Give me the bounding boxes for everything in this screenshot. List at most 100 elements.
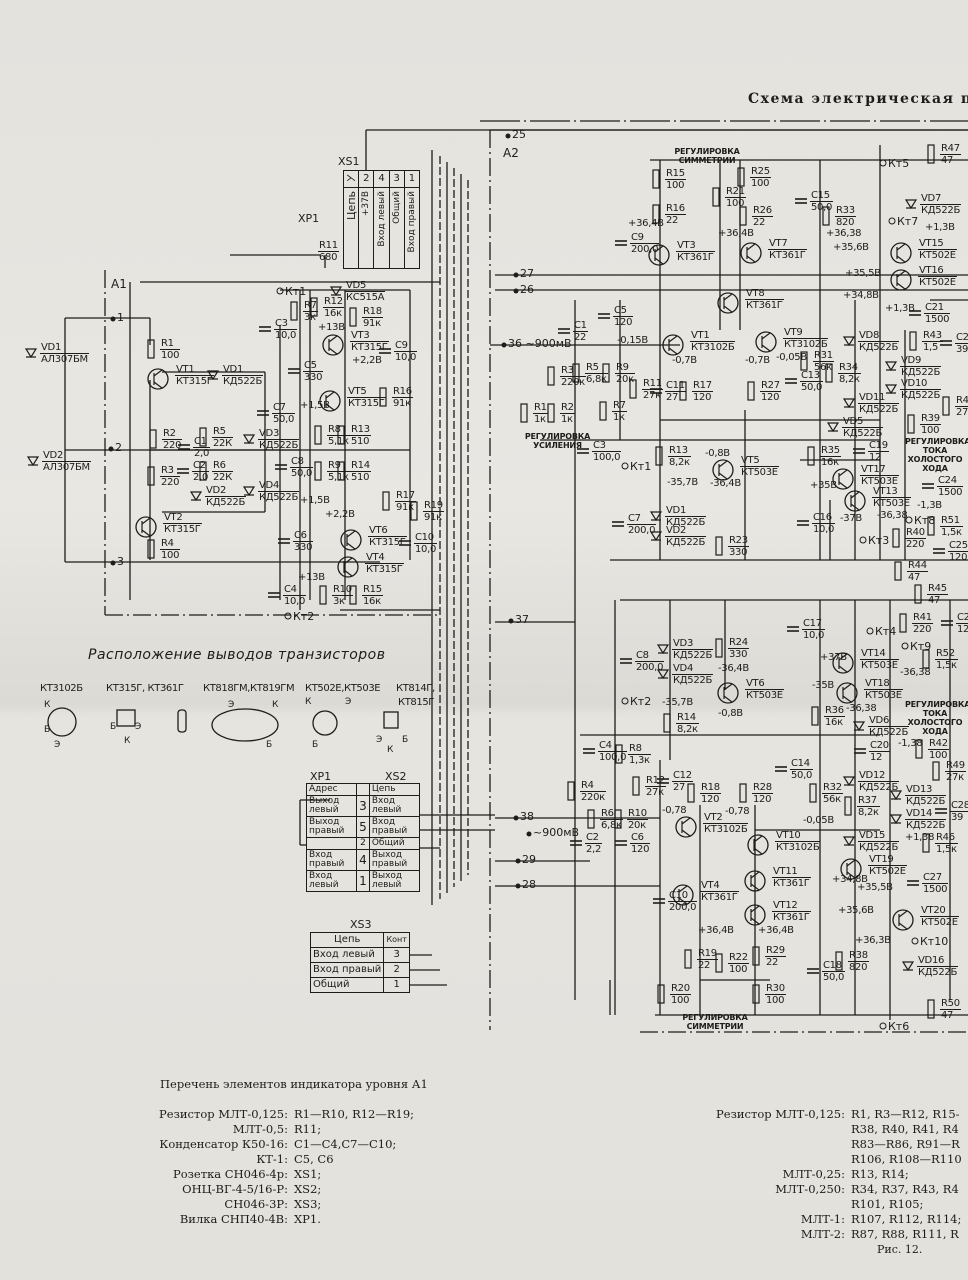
transistor-symbol: [740, 242, 762, 264]
component-value: 120: [701, 794, 720, 805]
part-type: МЛТ-0,25:: [782, 1167, 845, 1181]
voltage-label: +36,38: [826, 228, 862, 239]
diode-symbol: [884, 384, 898, 395]
pinout-type: КТ815Г: [398, 697, 434, 708]
pin-letter: Э: [135, 722, 141, 732]
component-ref: R2: [560, 402, 575, 414]
component-value: 50,0: [801, 382, 823, 393]
component-value: КД522Б: [206, 497, 246, 508]
component-ref: R21: [725, 186, 746, 198]
transistor-symbol: [654, 245, 664, 265]
component-ref: C7: [627, 513, 657, 525]
resistor-symbol: [715, 638, 723, 658]
voltage-label: +1,3В: [885, 303, 915, 314]
connector-xs1-label: XS1: [338, 155, 360, 168]
resistor-symbol: [809, 783, 817, 803]
component-ref: C3: [274, 318, 298, 330]
component-value: 220: [161, 477, 180, 488]
resistor-symbol: [587, 809, 595, 829]
transistor-symbol: [153, 369, 163, 389]
component-ref: R6: [600, 808, 623, 820]
junction-dot: [108, 446, 114, 452]
transistor-symbol: [723, 683, 733, 703]
component-ref: C25: [948, 540, 968, 552]
voltage-label: +36,4В: [758, 925, 794, 936]
component-ref: R8: [628, 743, 651, 755]
component-ref: VT9: [783, 327, 829, 339]
component-value: КТ3102Б: [691, 342, 735, 353]
component-value: КТ361Г: [769, 250, 806, 261]
net-label: 26: [520, 283, 534, 296]
component-ref: R22: [728, 952, 749, 964]
transistor-symbol: [896, 243, 906, 263]
component-value: 10,0: [284, 596, 306, 607]
transistor-symbol: [337, 556, 359, 578]
voltage-label: -0,8В: [705, 448, 730, 459]
component-value: 120: [957, 624, 968, 635]
resistor-symbol: [314, 461, 322, 481]
test-point-label: Кт2: [630, 695, 652, 708]
component-ref: VD2: [205, 485, 247, 497]
voltage-label: +37В: [820, 652, 847, 663]
component-ref: R37: [857, 795, 880, 807]
pinout-type: КТ814Г,: [396, 683, 435, 694]
component-ref: VT7: [768, 238, 807, 250]
net-label: 38: [520, 810, 534, 823]
voltage-label: +13В: [318, 322, 345, 333]
transistor-symbol: [846, 859, 856, 879]
resistor-symbol: [927, 999, 935, 1019]
diode-symbol: [842, 398, 856, 409]
test-point-icon: [879, 1022, 887, 1030]
transistor-symbol: [761, 332, 771, 352]
component-value: КД522Б: [843, 428, 883, 439]
component-value: 91к: [363, 318, 381, 329]
component-value: КТ315Г: [348, 398, 385, 409]
component-ref: R12: [323, 296, 344, 308]
component-value: 12: [869, 452, 882, 463]
part-type: МЛТ-1:: [800, 1212, 845, 1226]
part-type: Резистор МЛТ-0,125:: [716, 1107, 845, 1121]
xs1-pin: 3: [389, 171, 404, 188]
diode-symbol: [826, 422, 840, 433]
component-ref: R6: [212, 460, 233, 472]
component-ref: VT4: [700, 880, 739, 892]
component-ref: R4: [160, 538, 181, 550]
diode-symbol: [852, 721, 866, 732]
voltage-label: -37В: [840, 513, 862, 524]
voltage-label: -0,78: [662, 805, 687, 816]
resistor-symbol: [800, 351, 808, 371]
component-ref: VT16: [918, 265, 957, 277]
voltage-label: -35,7В: [667, 477, 698, 488]
component-ref: R41: [912, 612, 933, 624]
component-ref: VD7: [920, 193, 962, 205]
component-value: 1,5к: [936, 660, 957, 671]
